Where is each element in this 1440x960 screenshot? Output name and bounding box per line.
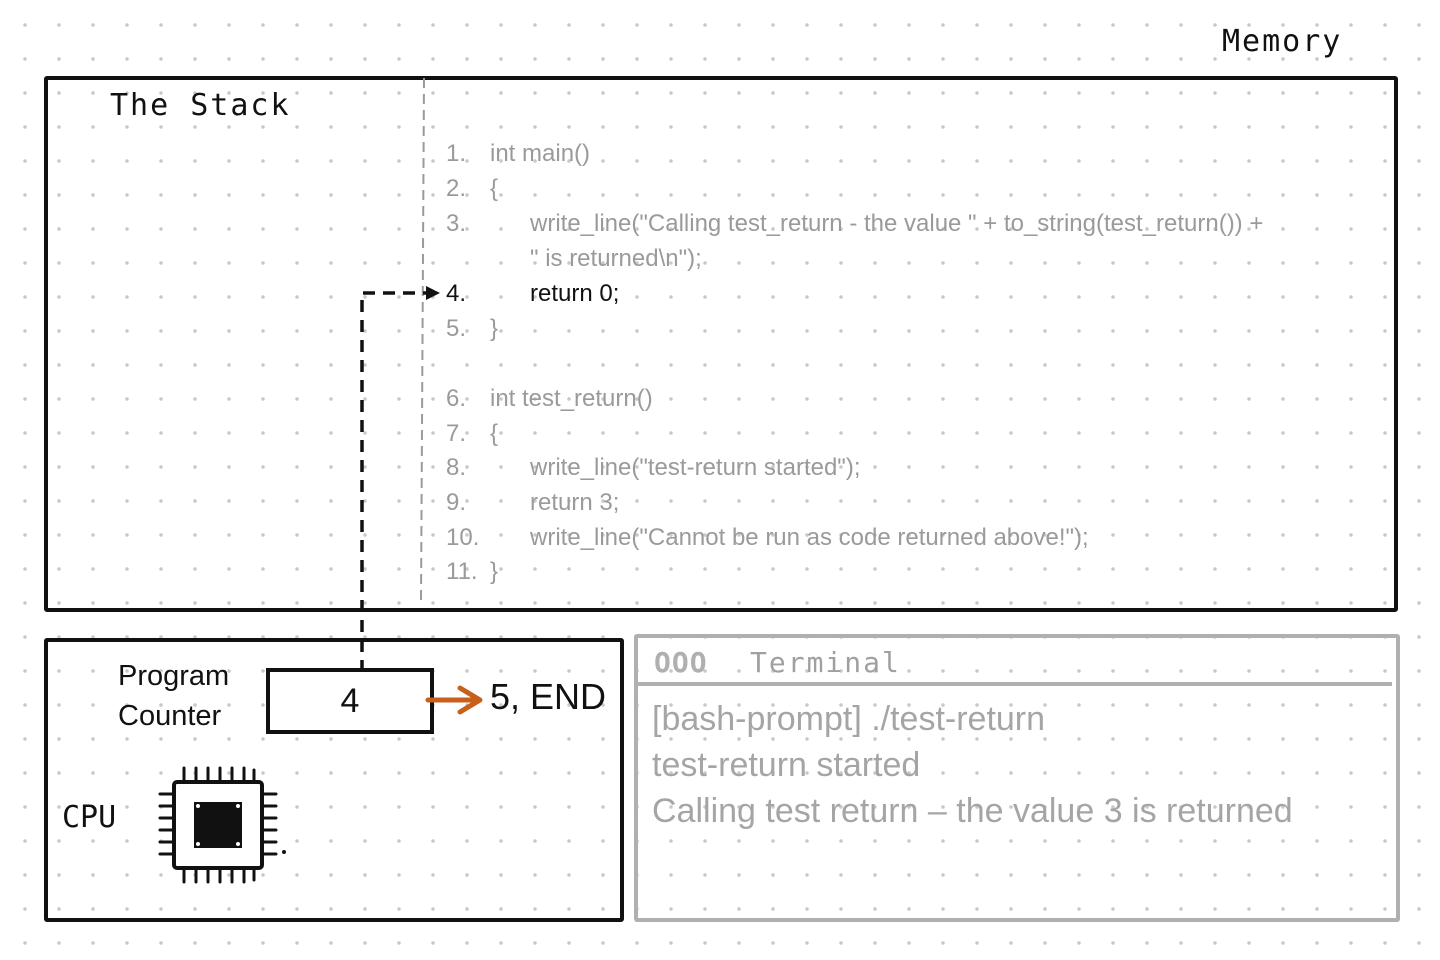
line-text: }: [490, 315, 499, 342]
line-text: {: [490, 420, 499, 447]
line-text: {: [490, 175, 499, 202]
line-number: 4.: [446, 280, 467, 307]
cpu-label: CPU: [62, 800, 117, 835]
cpu-box: [44, 638, 624, 922]
terminal-output-line: Calling test return – the value 3 is ret…: [652, 792, 1293, 830]
line-number: 9.: [446, 489, 467, 516]
memory-label: Memory: [1222, 24, 1343, 59]
window-controls-icon: OOO: [654, 646, 708, 679]
line-text: return 0;: [530, 280, 620, 307]
line-text: int test_return(): [490, 385, 653, 412]
program-counter-label: Program Counter: [118, 656, 229, 736]
line-text: " is returned\n");: [530, 245, 702, 272]
line-number: 5.: [446, 315, 467, 342]
stack-frame-box: [44, 76, 1398, 612]
line-number: 7.: [446, 420, 467, 447]
line-number: 10.: [446, 524, 480, 551]
line-number: 11.: [446, 558, 478, 585]
line-number: 8.: [446, 454, 467, 481]
program-counter-label-line1: Program: [118, 660, 230, 692]
program-counter-next: 5, END: [490, 676, 607, 717]
terminal-output-line: [bash-prompt] ./test-return: [652, 700, 1046, 738]
cpu-chip-icon: [158, 766, 286, 884]
terminal-title: Terminal: [750, 646, 901, 679]
line-number: 6.: [446, 385, 467, 412]
line-number: 2.: [446, 175, 467, 202]
line-text: return 3;: [530, 489, 620, 516]
line-text: int main(): [490, 140, 591, 167]
terminal-titlebar: [638, 638, 1392, 686]
line-number: 3.: [446, 210, 467, 237]
program-counter-value: 4: [266, 668, 434, 734]
terminal-output-line: test-return started: [652, 746, 921, 784]
line-text: write_line("Cannot be run as code return…: [530, 524, 1089, 551]
terminal-window: [634, 634, 1400, 922]
line-text: write_line("Calling test_return - the va…: [530, 210, 1264, 237]
line-text: }: [490, 558, 499, 585]
stack-title: The Stack: [110, 88, 291, 123]
program-counter-label-line2: Counter: [118, 700, 222, 732]
line-text: write_line("test-return started");: [530, 454, 861, 481]
line-number: 1.: [446, 140, 467, 167]
